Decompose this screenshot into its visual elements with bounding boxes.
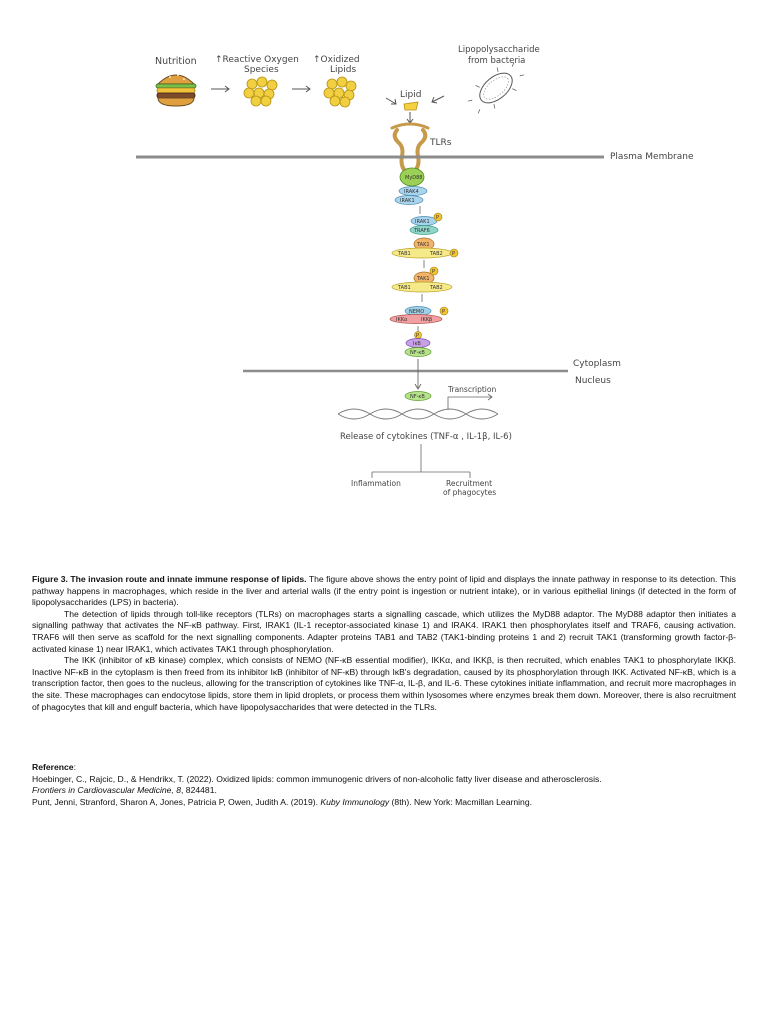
nfkb-molecule xyxy=(404,347,432,357)
phosphate-icon xyxy=(439,306,449,316)
arrow-icon xyxy=(406,112,414,124)
reference-2-tail: (8th). New York: Macmillan Learning. xyxy=(389,796,532,807)
recruitment-label-line2: of phagocytes xyxy=(443,488,496,497)
phosphate-label: P xyxy=(432,269,435,275)
tab2-label: TAB2 xyxy=(429,251,443,257)
oxidized-lipids-label-line2: Lipids xyxy=(330,65,356,75)
arrow-icon xyxy=(211,85,311,93)
cytokine-release-label: Release of cytokines (TNF-α , IL-1β, IL-… xyxy=(340,432,512,442)
traf6-molecule xyxy=(409,225,439,235)
phosphate-label: P xyxy=(452,251,455,257)
nfkb-nuclear-molecule xyxy=(404,391,432,401)
caption-paragraph-3: The IKK (inhibitor of κB kinase) complex… xyxy=(32,655,736,712)
lipid-label: Lipid xyxy=(400,90,421,100)
bacterium-icon xyxy=(467,62,525,114)
references-section: Reference: Hoebinger, C., Rajcic, D., & … xyxy=(32,762,736,808)
oxidized-lipids-cluster-icon xyxy=(323,76,357,108)
traf6-label: TRAF6 xyxy=(413,228,430,234)
inflammation-label: Inflammation xyxy=(351,479,401,488)
myd88-molecule xyxy=(399,167,425,187)
nemo-label: NEMO xyxy=(409,309,424,315)
ros-cluster-icon xyxy=(243,76,278,107)
lps-label-line2: from bacteria xyxy=(468,56,525,66)
tab2-label: TAB2 xyxy=(429,285,443,291)
arrow-icon xyxy=(385,95,445,105)
lipid-immune-pathway-diagram: Nutrition ↑Reactive Oxygen Species ↑Oxid… xyxy=(136,45,694,497)
reference-item-2: Punt, Jenni, Stranford, Sharon A, Jones,… xyxy=(32,797,736,809)
tlrs-label: TLRs xyxy=(429,138,452,148)
lps-label-line1: Lipopolysaccharide xyxy=(458,45,540,55)
tab-complex xyxy=(391,281,453,293)
ros-label-line1: ↑Reactive Oxygen xyxy=(215,55,299,65)
transcription-label: Transcription xyxy=(447,385,496,394)
ikb-label: IκB xyxy=(413,341,421,347)
recruitment-label-line1: Recruitment xyxy=(446,479,492,488)
caption-title: Figure 3. The invasion route and innate … xyxy=(32,574,307,584)
transcription-arrow-icon xyxy=(447,393,493,410)
reference-2-text: Punt, Jenni, Stranford, Sharon A, Jones,… xyxy=(32,796,318,807)
tak1-label: TAK1 xyxy=(416,242,430,248)
phosphate-label: P xyxy=(442,309,445,315)
caption-paragraph-1: Figure 3. The invasion route and innate … xyxy=(32,574,736,609)
caption-paragraph-2: The detection of lipids through toll-lik… xyxy=(32,608,736,654)
reference-1-tail: , 824481. xyxy=(181,785,217,796)
caption-intro-text: The figure above shows the entry point o… xyxy=(32,574,736,608)
phosphate-icon xyxy=(449,248,459,258)
irak1-molecule xyxy=(394,195,424,205)
phosphate-icon xyxy=(433,212,443,222)
ikka-label: IKKα xyxy=(396,317,408,323)
phosphate-label: P xyxy=(436,215,439,221)
burger-icon xyxy=(155,74,197,107)
references-heading-colon: : xyxy=(73,762,76,772)
ikk-complex xyxy=(389,314,443,324)
irak4-label: IRAK4 xyxy=(404,189,419,195)
nutrition-label: Nutrition xyxy=(155,56,197,67)
arrow-icon xyxy=(414,359,422,390)
reference-1-journal: Frontiers in Cardiovascular Medicine, 8 xyxy=(32,785,182,796)
reference-item-1: Hoebinger, C., Rajcic, D., & Hendrikx, T… xyxy=(32,774,736,797)
irak1-b-label: IRAK1 xyxy=(415,219,430,225)
tak1-label: TAK1 xyxy=(416,276,430,282)
figure-caption: Figure 3. The invasion route and innate … xyxy=(32,574,736,713)
lipid-icon xyxy=(403,101,419,111)
reference-2-book: Kuby Immunology xyxy=(320,796,390,807)
outcome-branch-lines xyxy=(371,444,471,478)
plasma-membrane-label: Plasma Membrane xyxy=(610,152,694,162)
oxidized-lipids-label-line1: ↑Oxidized xyxy=(313,55,360,65)
reference-1-text: Hoebinger, C., Rajcic, D., & Hendrikx, T… xyxy=(32,773,602,784)
tab1-label: TAB1 xyxy=(397,285,411,291)
references-heading: Reference xyxy=(32,762,74,772)
nfkb-label: NF-κB xyxy=(410,394,425,400)
tab1-label: TAB1 xyxy=(397,251,411,257)
nucleus-label: Nucleus xyxy=(575,376,611,386)
ros-label-line2: Species xyxy=(244,65,279,75)
ikkb-label: IKKβ xyxy=(421,317,432,323)
phosphate-icon xyxy=(429,266,439,276)
irak1-label: IRAK1 xyxy=(400,198,415,204)
phosphate-label: P xyxy=(416,333,419,339)
references-heading-line: Reference: xyxy=(32,762,736,774)
myd88-label: MyD88 xyxy=(405,175,423,181)
tlr-receptor-icon xyxy=(390,122,430,174)
dna-icon xyxy=(337,408,499,420)
nfkb-label: NF-κB xyxy=(410,350,425,356)
cytoplasm-label: Cytoplasm xyxy=(573,359,621,369)
